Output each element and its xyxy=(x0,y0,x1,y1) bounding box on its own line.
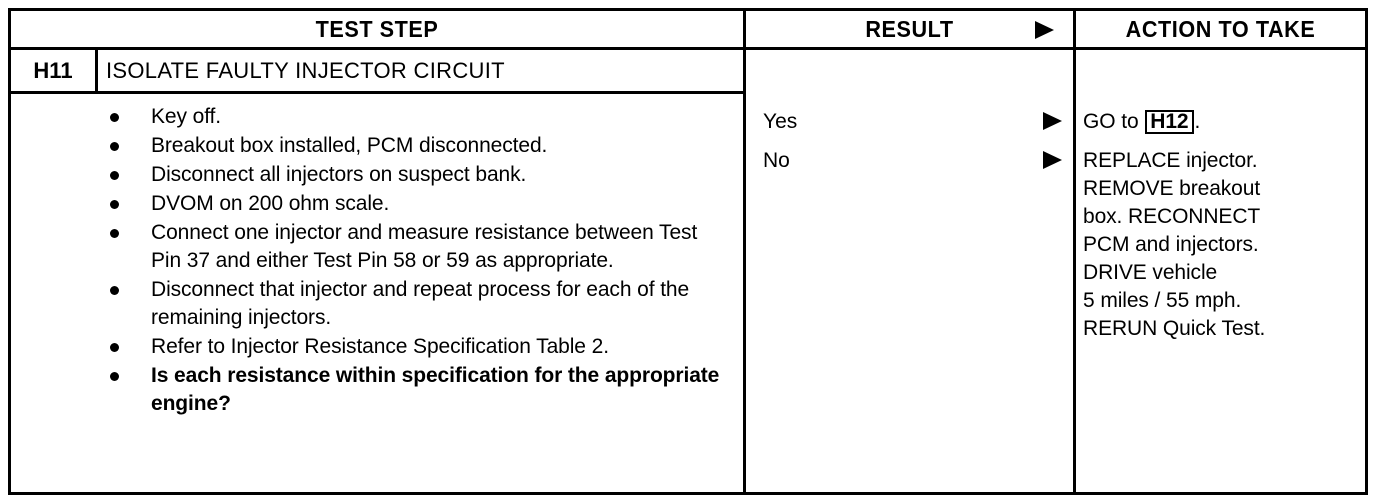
bullet-icon xyxy=(110,343,119,352)
list-item-text: Breakout box installed, PCM disconnected… xyxy=(151,134,548,157)
list-item: Is each resistance within specification … xyxy=(106,362,726,418)
column-divider-result-action xyxy=(1073,11,1076,495)
step-title: ISOLATE FAULTY INJECTOR CIRCUIT xyxy=(106,58,505,83)
result-row-yes: Yes xyxy=(751,108,1073,136)
list-item-text: Disconnect that injector and repeat proc… xyxy=(151,278,690,329)
bullet-icon xyxy=(110,200,119,209)
bullet-icon xyxy=(110,142,119,151)
action-line: RERUN Quick Test. xyxy=(1083,317,1266,340)
action-goto-line: GO to H12. xyxy=(1083,108,1363,136)
result-label: Yes xyxy=(763,110,798,133)
action-line: DRIVE vehicle xyxy=(1083,261,1218,284)
action-column: GO to H12. REPLACE injector. REMOVE brea… xyxy=(1083,108,1363,343)
right-triangle-icon xyxy=(1035,21,1054,39)
right-triangle-icon xyxy=(1043,112,1062,130)
list-item-text: Key off. xyxy=(151,105,222,128)
bullet-icon xyxy=(110,372,119,381)
column-header-test-step: TEST STEP xyxy=(315,16,439,42)
result-label: No xyxy=(763,149,790,172)
bullet-icon xyxy=(110,229,119,238)
step-reference-link[interactable]: H12 xyxy=(1145,110,1194,134)
step-id-divider-rule xyxy=(95,50,98,91)
column-divider-test-result xyxy=(743,11,746,495)
list-item: Disconnect all injectors on suspect bank… xyxy=(106,161,726,189)
list-item-text: DVOM on 200 ohm scale. xyxy=(151,192,390,215)
list-item-text: Connect one injector and measure resista… xyxy=(151,221,698,272)
list-item: DVOM on 200 ohm scale. xyxy=(106,190,726,218)
column-header-action-to-take: ACTION TO TAKE xyxy=(1125,16,1316,42)
right-triangle-icon xyxy=(1043,151,1062,169)
list-item: Key off. xyxy=(106,103,726,131)
list-item-text: Disconnect all injectors on suspect bank… xyxy=(151,163,527,186)
header-divider-rule xyxy=(11,47,1365,50)
list-item: Connect one injector and measure resista… xyxy=(106,219,726,275)
action-line: 5 miles / 55 mph. xyxy=(1083,289,1242,312)
bullet-icon xyxy=(110,171,119,180)
list-item: Disconnect that injector and repeat proc… xyxy=(106,276,726,332)
column-header-result: RESULT xyxy=(865,16,954,42)
action-goto-prefix: GO to xyxy=(1083,110,1145,133)
instruction-list: Key off. Breakout box installed, PCM dis… xyxy=(106,103,726,419)
list-item: Breakout box installed, PCM disconnected… xyxy=(106,132,726,160)
step-id-badge: H11 xyxy=(33,58,73,83)
bullet-icon xyxy=(110,113,119,122)
bullet-icon xyxy=(110,286,119,295)
action-line: box. RECONNECT xyxy=(1083,205,1261,228)
result-row-no: No xyxy=(751,147,1073,175)
list-item: Refer to Injector Resistance Specificati… xyxy=(106,333,726,361)
step-title-divider-rule xyxy=(11,91,743,94)
pinpoint-test-table: TEST STEP RESULT ACTION TO TAKE H11 ISOL… xyxy=(8,8,1368,495)
action-line: REMOVE breakout xyxy=(1083,177,1261,200)
action-line: REPLACE injector. xyxy=(1083,149,1258,172)
list-item-text: Is each resistance within specification … xyxy=(151,364,720,415)
action-line: PCM and injectors. xyxy=(1083,233,1259,256)
action-goto-suffix: . xyxy=(1194,110,1201,133)
list-item-text: Refer to Injector Resistance Specificati… xyxy=(151,335,609,358)
